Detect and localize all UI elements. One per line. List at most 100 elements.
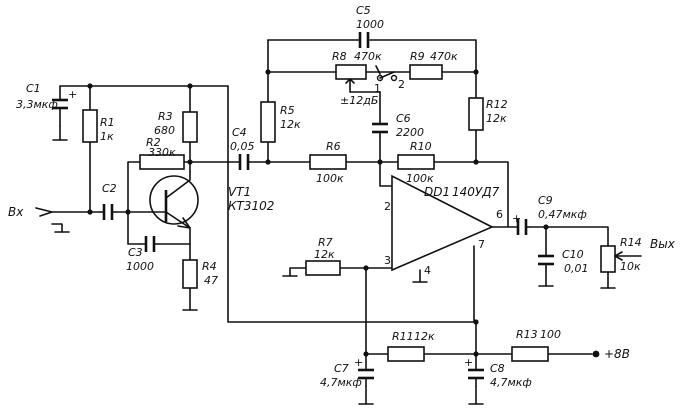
label-r12-value: 12к [486, 112, 507, 125]
label-r13-value: 100 [540, 328, 561, 341]
r14-wiper-arrow [614, 251, 623, 261]
label-c3-value: 1000 [126, 260, 154, 273]
label-c1-ref: C1 [26, 82, 41, 95]
junctions [87, 69, 600, 358]
label-r14-value: 10к [620, 260, 641, 273]
capacitor-c4 [238, 154, 251, 170]
capacitor-c10 [538, 254, 554, 269]
supply-terminal [592, 350, 600, 358]
label-c4-ref: C4 [232, 126, 247, 139]
label-r3-ref: R3 [158, 110, 173, 123]
label-c4-value: 0,05 [230, 140, 255, 153]
resistor-r7 [305, 260, 341, 276]
label-r13-ref: R13 [516, 328, 538, 341]
label-switch-1: 1 [374, 82, 381, 95]
label-r7-value: 12к [314, 248, 335, 261]
resistor-r9 [409, 64, 443, 80]
capacitor-c9 [516, 219, 531, 235]
label-r6-value: 100к [316, 172, 344, 185]
label-c10-value: 0,01 [564, 262, 589, 275]
label-r6-ref: R6 [326, 140, 341, 153]
label-r2-value: 330к [148, 146, 176, 159]
label-c7-plus: + [354, 356, 363, 369]
label-pin-6: 6 [496, 208, 503, 221]
capacitor-c8 [468, 368, 484, 387]
label-c9-value: 0,47мкф [538, 208, 587, 221]
label-c7-value: 4,7мкф [320, 376, 362, 389]
label-r5-value: 12к [280, 118, 301, 131]
label-dd1-ref: DD1 [424, 185, 450, 199]
resistor-r14 [600, 245, 616, 273]
label-vt1-ref: VT1 [228, 185, 251, 199]
capacitors [52, 32, 554, 387]
wires [35, 39, 642, 405]
label-r5-ref: R5 [280, 104, 295, 117]
capacitor-c3 [139, 236, 159, 252]
label-dd1-value: 140УД7 [452, 185, 500, 199]
resistor-r13 [511, 346, 549, 362]
label-c5-ref: C5 [356, 4, 371, 17]
capacitor-c7 [358, 368, 374, 387]
switch-contact-2 [390, 74, 398, 82]
r8-wiper-arrow [345, 78, 355, 87]
label-r9-ref: R9 [410, 50, 425, 63]
label-r4-value: 47 [204, 274, 218, 287]
label-r11-ref: R11 [392, 330, 414, 343]
grounds [182, 275, 616, 405]
label-pin-2: 2 [384, 200, 391, 213]
capacitor-c2 [99, 204, 117, 220]
label-c5-value: 1000 [356, 18, 384, 31]
resistor-r2 [139, 154, 185, 170]
capacitor-c5 [358, 32, 370, 48]
label-pin-4: 4 [424, 264, 431, 277]
resistor-r11 [387, 346, 425, 362]
label-c8-ref: C8 [490, 362, 505, 375]
labels: C1 3,3мкф + R1 1к R3 680 R2 330к C2 C3 1… [8, 4, 676, 389]
label-r4-ref: R4 [202, 260, 217, 273]
capacitor-c1 [52, 98, 68, 141]
label-c9-plus: + [512, 212, 521, 225]
resistor-r12 [468, 97, 484, 131]
label-pin-7: 7 [478, 238, 485, 251]
label-tone-range: ±12дБ [340, 94, 378, 107]
resistor-r1 [82, 109, 98, 143]
label-c3-ref: C3 [128, 246, 143, 259]
label-switch-2: 2 [398, 78, 405, 91]
label-r9-value: 470к [430, 50, 458, 63]
opamp-dd1 [391, 174, 494, 272]
label-c6-value: 2200 [396, 126, 424, 139]
label-pin-3: 3 [384, 254, 391, 267]
label-vt1-value: КТ3102 [228, 199, 274, 213]
label-c10-ref: C10 [562, 248, 584, 261]
label-c1-value: 3,3мкф [16, 98, 58, 111]
label-c2-ref: C2 [102, 182, 117, 195]
transistor-vt1 [127, 171, 199, 229]
label-r7-ref: R7 [318, 236, 333, 249]
label-c7-ref: C7 [334, 362, 349, 375]
label-r11-value: 12к [414, 330, 435, 343]
capacitor-c6 [372, 122, 388, 137]
label-supply: +8В [604, 347, 630, 361]
resistor-r5 [260, 101, 276, 143]
label-r10-value: 100к [406, 172, 434, 185]
tone-switch [375, 65, 398, 82]
label-r1-ref: R1 [100, 116, 115, 129]
resistor-r3 [182, 111, 198, 143]
label-c9-ref: C9 [538, 194, 553, 207]
resistors [82, 64, 623, 362]
label-c8-value: 4,7мкф [490, 376, 532, 389]
emitter-arrow [177, 217, 191, 229]
label-r12-ref: R12 [486, 98, 508, 111]
label-r3-value: 680 [154, 124, 175, 137]
resistor-r4 [182, 259, 198, 289]
label-r1-value: 1к [100, 130, 114, 143]
label-r8-ref: R8 [332, 50, 347, 63]
resistor-r8 [335, 64, 367, 80]
label-output: Вых [650, 237, 676, 251]
label-input: Вх [8, 205, 24, 219]
resistor-r10 [397, 154, 435, 170]
label-r10-ref: R10 [410, 140, 432, 153]
resistor-r6 [309, 154, 347, 170]
label-c1-plus: + [68, 88, 77, 101]
